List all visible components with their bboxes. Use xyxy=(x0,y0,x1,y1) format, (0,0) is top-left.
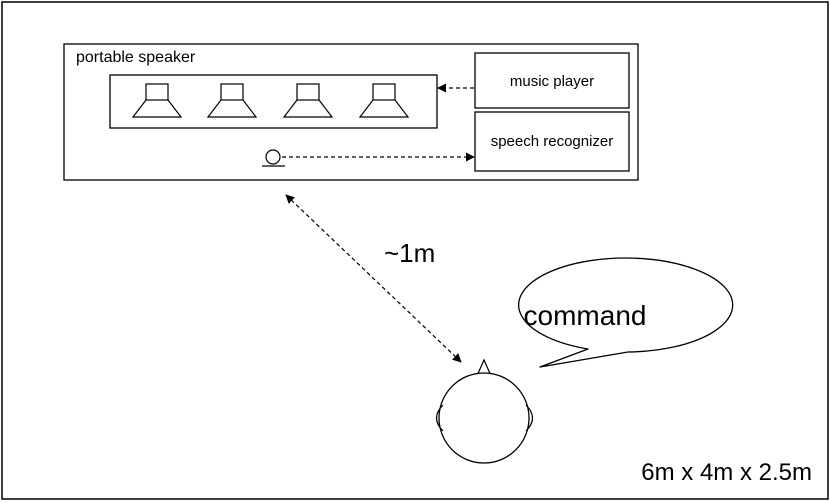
portable-speaker-title: portable speaker xyxy=(76,49,196,66)
speech-recognizer-box xyxy=(474,111,630,172)
speech-bubble-shape xyxy=(518,257,734,368)
room-dimensions-label: 6m x 4m x 2.5m xyxy=(641,459,812,486)
music-player-label: music player xyxy=(510,73,594,90)
distance-label: ~1m xyxy=(384,238,435,268)
speech-recognizer-label: speech recognizer xyxy=(491,133,614,150)
head-circle xyxy=(438,372,530,464)
nose-icon xyxy=(475,358,493,379)
listener-head-icon xyxy=(435,358,534,464)
portable-speaker: portable speaker music player speech rec… xyxy=(63,43,639,181)
speech-bubble: command xyxy=(518,257,734,368)
left-ear-icon xyxy=(435,404,444,432)
distance-arrow xyxy=(285,194,462,363)
music-player-box xyxy=(474,52,630,109)
speaker-driver-icon xyxy=(282,83,334,118)
speaker-driver-icon xyxy=(131,83,183,118)
speaker-driver-icon xyxy=(358,83,410,118)
driver-array-box xyxy=(109,74,438,129)
speaker-driver-icon xyxy=(206,83,258,118)
right-ear-icon xyxy=(525,404,534,432)
portable-speaker-box xyxy=(63,43,639,181)
speech-bubble-text: command xyxy=(524,300,647,331)
microphone-icon xyxy=(262,149,285,167)
